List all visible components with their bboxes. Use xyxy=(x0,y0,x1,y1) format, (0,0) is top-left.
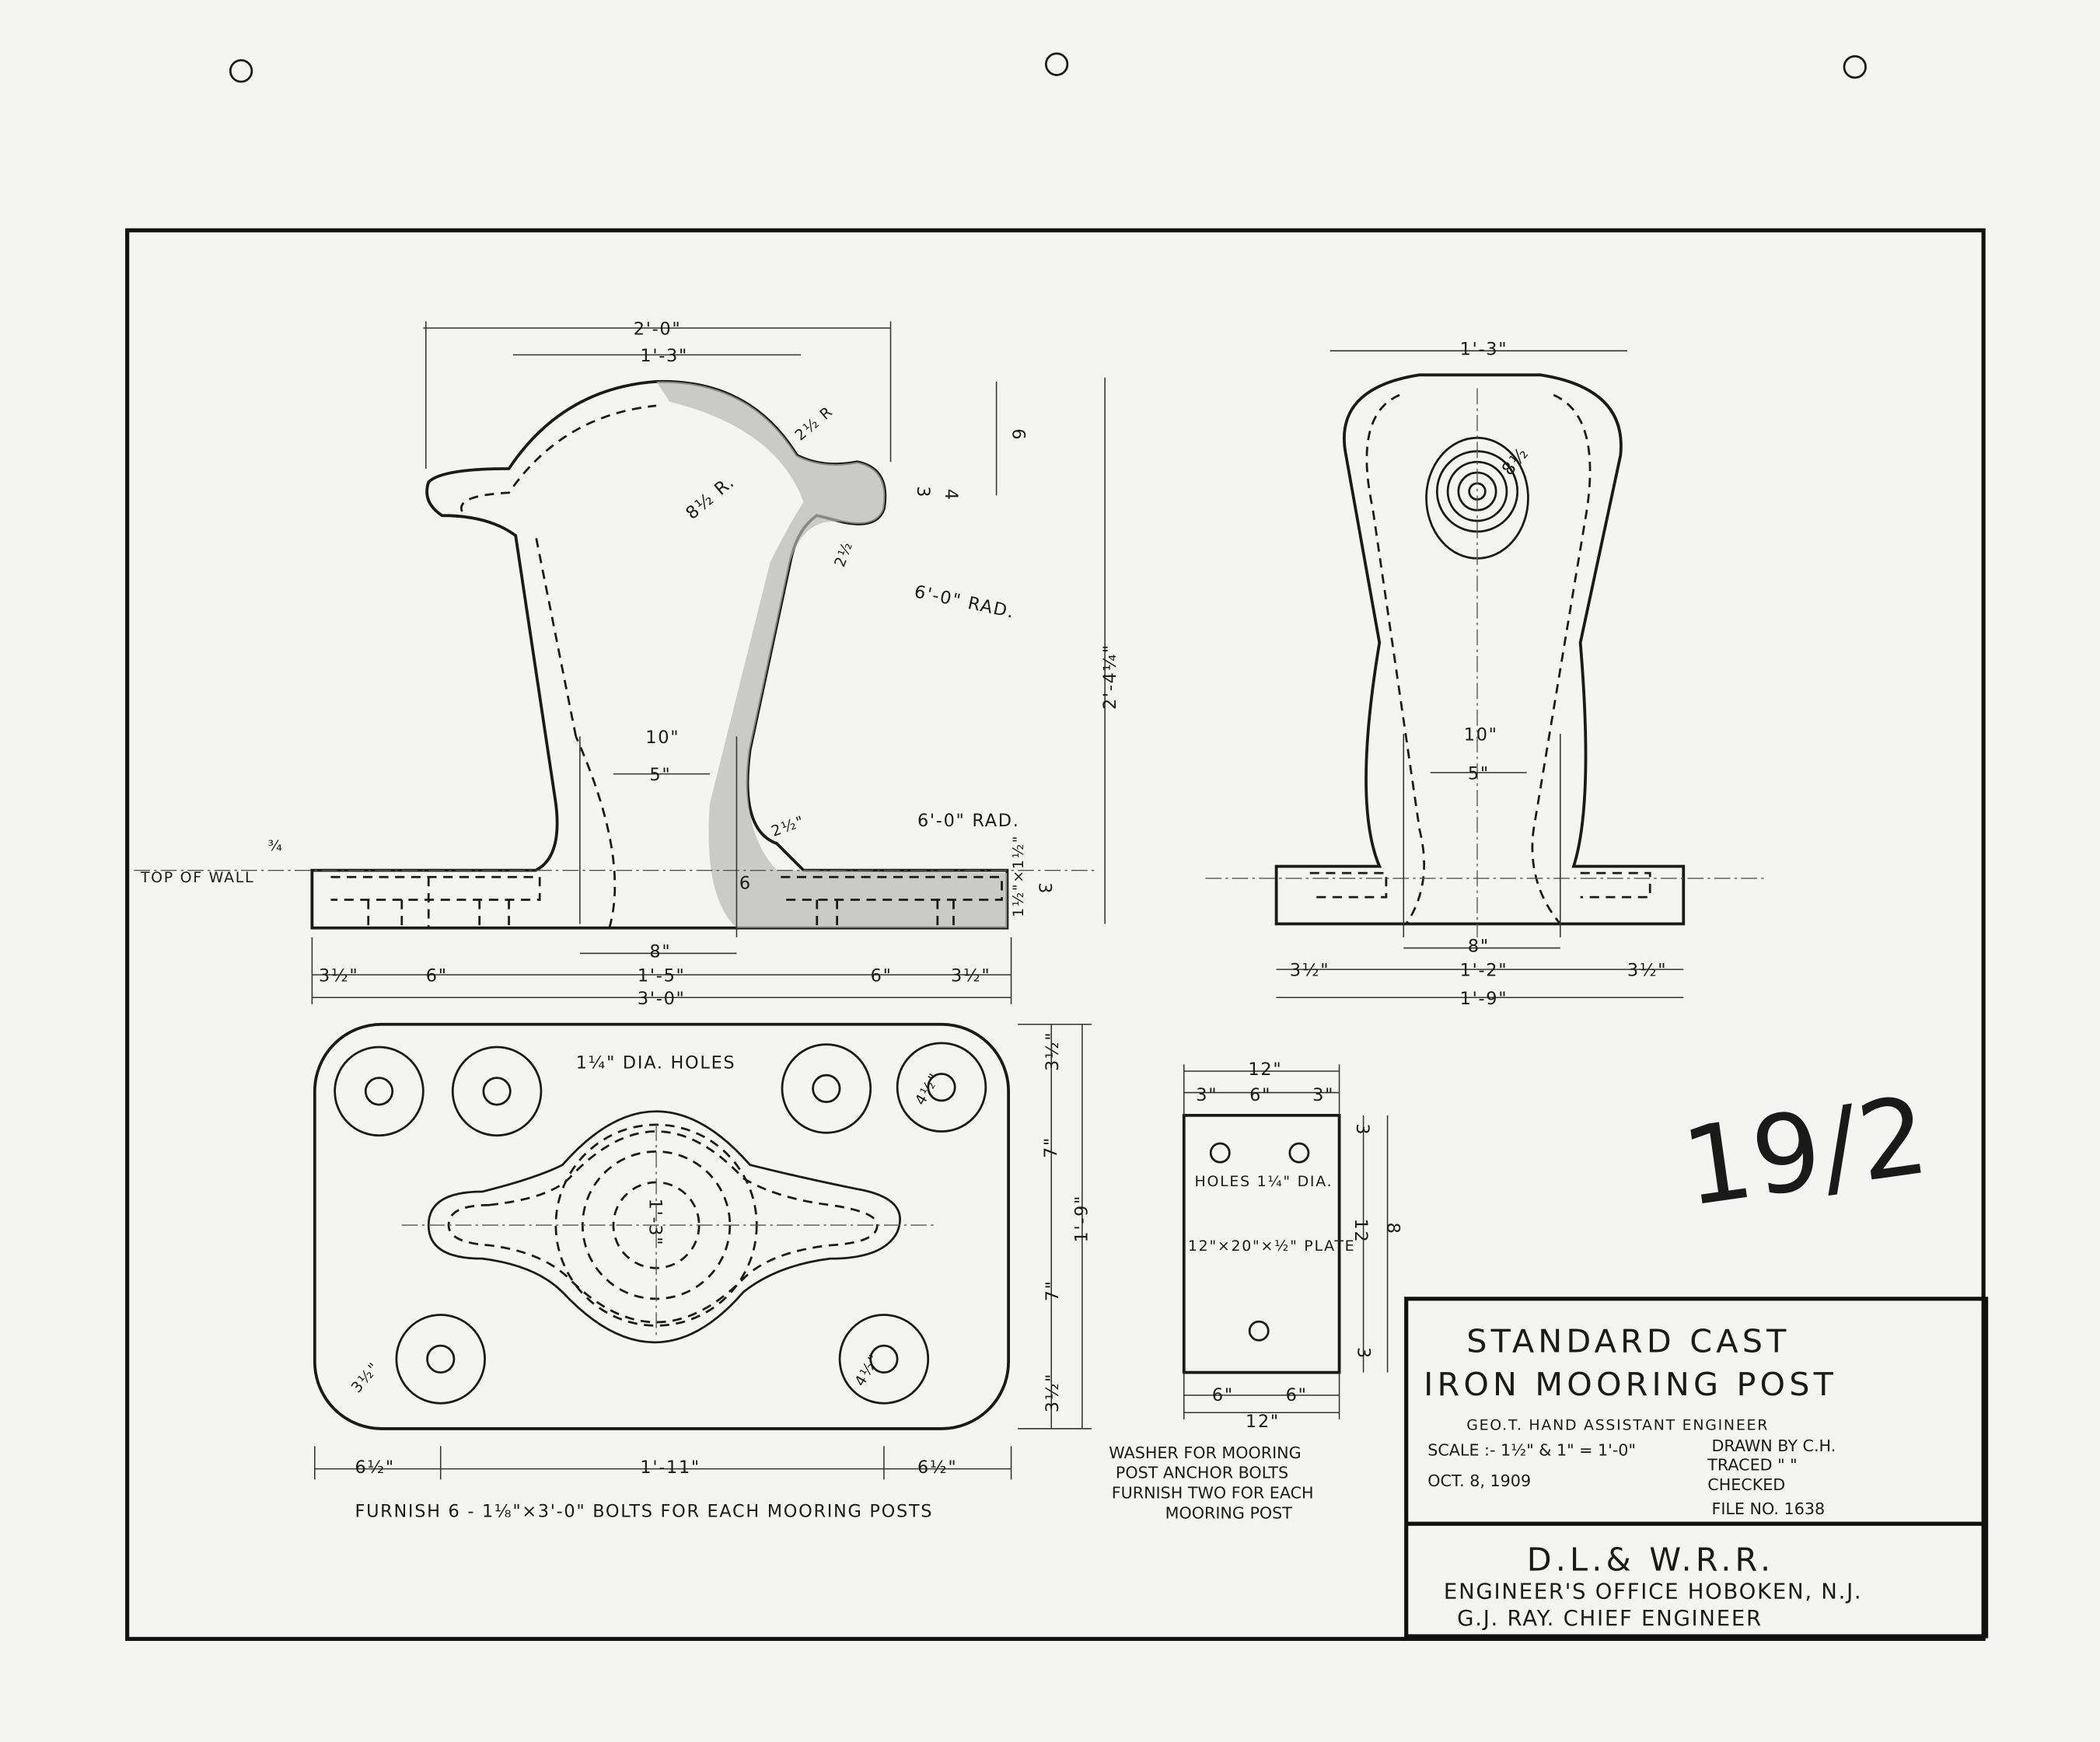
top-of-wall-label: TOP OF WALL xyxy=(140,869,254,886)
dim-label: 3½" xyxy=(319,966,358,986)
dim-label: 6½" xyxy=(917,1457,957,1478)
checked-by: CHECKED xyxy=(1707,1475,1785,1494)
plate-label: 12"×20"×½" PLATE xyxy=(1188,1238,1355,1255)
dim-label: 3" xyxy=(1312,1085,1334,1105)
dim-label: 6" xyxy=(1212,1385,1234,1405)
dim-label: 1'-3" xyxy=(1460,339,1508,359)
dim-label: ¾ xyxy=(268,837,284,854)
dim-label: 2'-4¼" xyxy=(1100,644,1120,710)
railroad-name: D.L.& W.R.R. xyxy=(1527,1541,1775,1579)
plan-view-labels: 1¼" DIA. HOLES 3½" 7" 1'-9" 7" 3½" 1'-3"… xyxy=(348,1032,1092,1522)
dim-label: 3 xyxy=(913,486,933,498)
dim-label: 3" xyxy=(1196,1085,1218,1105)
dim-label: 6" xyxy=(1249,1085,1271,1105)
dim-label: 6" xyxy=(1286,1385,1308,1405)
dim-label: 1'-9" xyxy=(1072,1195,1092,1243)
dim-label: 3 xyxy=(1035,882,1055,895)
drawing-title: IRON MOORING POST xyxy=(1424,1366,1837,1403)
chief-engineer: G.J. RAY. CHIEF ENGINEER xyxy=(1457,1606,1763,1631)
dim-label: 7" xyxy=(1041,1136,1061,1158)
dim-label: 4 xyxy=(941,489,961,501)
traced-by: TRACED " " xyxy=(1707,1455,1797,1474)
date-label: OCT. 8, 1909 xyxy=(1427,1471,1531,1490)
dim-label: 1'-5" xyxy=(638,966,686,986)
dim-label: 3½" xyxy=(1627,961,1667,981)
file-number: FILE NO. 1638 xyxy=(1711,1499,1825,1518)
scale-label: SCALE :- 1½" & 1" = 1'-0" xyxy=(1427,1440,1636,1459)
dim-label: 6" xyxy=(871,966,893,986)
dim-label: 3 xyxy=(1354,1347,1374,1360)
dim-label: 5" xyxy=(649,765,671,785)
title-block: STANDARD CAST IRON MOORING POST GEO.T. H… xyxy=(1404,1297,1989,1639)
dim-label: 1'-3" xyxy=(640,346,688,366)
dim-label: 1'-2" xyxy=(1460,961,1508,981)
holes-label: HOLES 1¼" DIA. xyxy=(1195,1173,1333,1190)
dim-label: 12" xyxy=(1248,1060,1282,1080)
drawing-title: STANDARD CAST xyxy=(1466,1323,1790,1360)
dim-label: 8" xyxy=(1468,937,1490,957)
washer-note: FURNISH TWO FOR EACH xyxy=(1112,1484,1314,1503)
dim-label: 1½"×1½" xyxy=(1010,835,1027,917)
assistant-engineer: GEO.T. HAND ASSISTANT ENGINEER xyxy=(1466,1417,1769,1434)
washer-note: MOORING POST xyxy=(1165,1503,1293,1522)
dim-label: 5" xyxy=(1468,764,1490,784)
dim-label: 1'-3" xyxy=(645,1199,665,1247)
dim-label: 3 xyxy=(1352,1123,1372,1136)
dim-label: 8 xyxy=(1383,1223,1403,1235)
dim-label: 10" xyxy=(1464,725,1498,745)
plan-view xyxy=(313,1022,1092,1480)
dim-label: 3½" xyxy=(1043,1373,1063,1412)
front-view xyxy=(1205,350,1768,999)
washer-note: WASHER FOR MOORING xyxy=(1109,1444,1301,1462)
bolts-note: FURNISH 6 - 1⅛"×3'-0" BOLTS FOR EACH MOO… xyxy=(355,1502,933,1522)
holes-label: 1¼" DIA. HOLES xyxy=(576,1053,736,1073)
dim-label: 1'-11" xyxy=(640,1457,701,1478)
office-label: ENGINEER'S OFFICE HOBOKEN, N.J. xyxy=(1444,1580,1862,1604)
drawing-border xyxy=(125,228,1986,1641)
dim-label: 10" xyxy=(645,728,680,748)
section-hatch xyxy=(656,381,1008,928)
dim-label: 6 xyxy=(739,874,752,894)
washer-labels: 12" 3" 6" 3" HOLES 1¼" DIA. 12"×20"×½" P… xyxy=(1109,1060,1403,1522)
dim-label: 2'-0" xyxy=(634,319,682,340)
dim-label: 12 xyxy=(1350,1218,1371,1243)
punch-hole xyxy=(1843,54,1867,79)
washer-note: POST ANCHOR BOLTS xyxy=(1116,1464,1288,1482)
dim-label: 6" xyxy=(426,966,448,986)
dim-label: 3'-0" xyxy=(638,989,686,1009)
dim-label: 3½" xyxy=(951,966,991,986)
punch-hole xyxy=(229,59,253,83)
dim-label: 6½" xyxy=(355,1457,394,1478)
dim-label: 12" xyxy=(1246,1412,1280,1432)
dim-label: 1'-9" xyxy=(1460,989,1508,1009)
dim-label: 3½" xyxy=(1290,961,1330,981)
dim-label: 6 xyxy=(1008,428,1028,441)
bolt-holes xyxy=(334,1042,987,1405)
dim-label: 8" xyxy=(649,942,671,962)
washer-view xyxy=(1182,1064,1389,1419)
dim-label: 3½" xyxy=(1043,1032,1063,1071)
dim-label: 7" xyxy=(1043,1279,1063,1301)
punch-hole xyxy=(1044,52,1069,76)
dim-label: 6'-0" RAD. xyxy=(917,811,1020,831)
drawn-by: DRAWN BY C.H. xyxy=(1711,1437,1836,1455)
side-view xyxy=(134,321,1106,1004)
